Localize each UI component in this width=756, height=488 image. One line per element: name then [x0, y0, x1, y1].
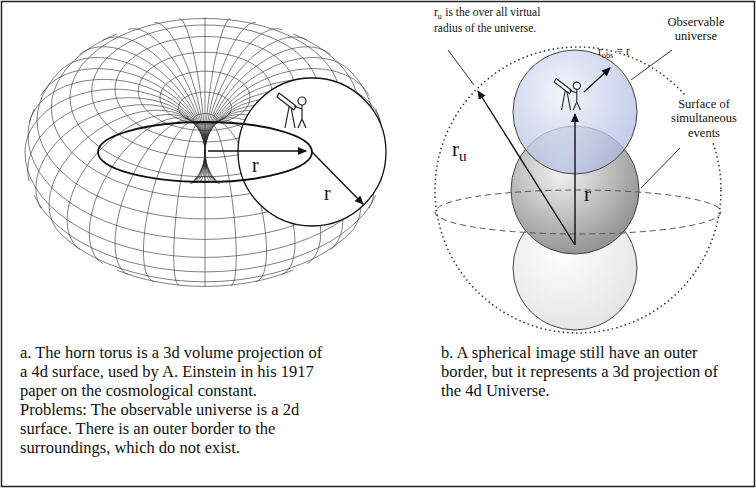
universe-circle: [435, 47, 721, 333]
radius-label: r: [252, 154, 259, 176]
subscript: u: [459, 148, 467, 164]
label-block: ru: [452, 138, 467, 165]
subscript: u: [438, 12, 442, 21]
observer-figure: [554, 79, 580, 111]
subscript: obs: [602, 51, 613, 60]
label-block: Problems: The observable universe is a 2…: [20, 400, 325, 457]
caption-text: Problems: The observable universe is a 2…: [20, 400, 299, 457]
label-block: ruis the over all virtual radius of the …: [432, 5, 571, 36]
radius-arrow: [312, 152, 363, 204]
leader-line: [631, 50, 672, 80]
label-block: b. A spherical image still have an outer…: [441, 343, 741, 400]
equation-text: = r: [617, 45, 630, 57]
radius-label: r: [324, 182, 331, 204]
leader-line: [641, 148, 680, 188]
annotation: Observable universe: [668, 15, 725, 43]
radius-symbol: r: [452, 137, 459, 161]
label-block: r: [252, 155, 259, 175]
label-block: Surface of simultaneous events: [660, 96, 748, 141]
inner-circle: [98, 122, 312, 182]
annotation: Surface of simultaneous events: [671, 97, 737, 140]
label-block: r: [324, 183, 331, 203]
cross-section: [238, 78, 386, 226]
label-block: robs = r: [598, 45, 630, 61]
radius-arrow: [584, 68, 610, 92]
annotation: is the over all virtual radius of the un…: [434, 6, 540, 34]
radius-symbol: r: [434, 6, 438, 18]
label-block: r: [584, 183, 591, 206]
leader-line: [448, 50, 474, 85]
caption-text: b. A spherical image still have an outer…: [441, 343, 718, 400]
radius-label: r: [584, 182, 591, 206]
radius-arrow: [208, 150, 306, 151]
radius-arrow: [574, 114, 575, 245]
radius-arrow: [478, 91, 575, 245]
caption-text: a. The horn torus is a 3d volume project…: [20, 343, 322, 400]
label-block: a. The horn torus is a 3d volume project…: [20, 343, 325, 400]
radius-symbol: r: [598, 45, 602, 57]
horn-torus: [25, 17, 385, 286]
observer-figure: [277, 93, 306, 128]
simultaneous-surface: [435, 190, 721, 234]
label-block: Observable universe: [652, 14, 740, 45]
